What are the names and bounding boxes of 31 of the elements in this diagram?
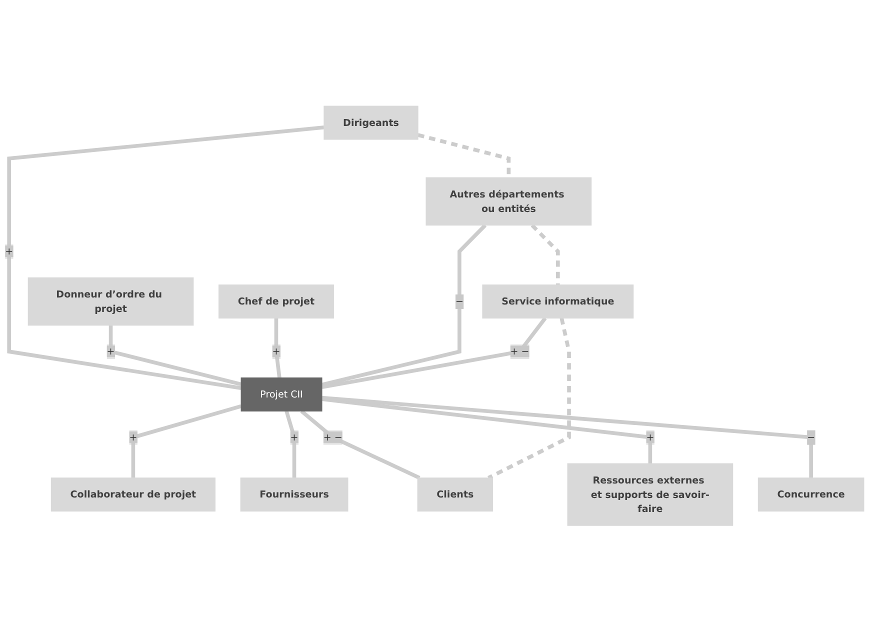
edge-label: + [272,346,280,358]
connector [108,326,242,386]
edge-label: + [129,432,138,444]
node-box: Concurrence [758,478,864,512]
connector [274,318,282,378]
edge-label: − [807,432,816,444]
node-box: Chef de projet [218,284,334,319]
connector [284,410,296,478]
connector [7,126,324,390]
connector [322,317,547,390]
connector [321,224,487,387]
edge-label: + [106,346,115,358]
connector [131,404,242,478]
node-box: Collaborateur de projet [50,478,216,512]
edge-label: − [455,296,464,308]
node-box: Dirigeants [324,106,418,140]
node-box: Fournisseurs [240,478,348,512]
edge-label: + − [323,432,342,444]
node-box: Autres départements ou entités [426,177,592,226]
connector [488,318,571,480]
node-box: Donneur d’ordre du projet [28,278,194,326]
node-box: Clients [417,478,494,512]
node-box: Ressources externes et supports de savoir-faire [567,463,734,526]
edge-label: + [5,246,14,258]
node-box: Service informatique [482,284,634,319]
connector [300,410,420,480]
edge-label: + − [510,346,530,358]
edge-label: + [290,432,298,444]
connector [530,224,560,286]
node-box: Projet CII [240,378,322,412]
edge-label: + [646,432,654,444]
